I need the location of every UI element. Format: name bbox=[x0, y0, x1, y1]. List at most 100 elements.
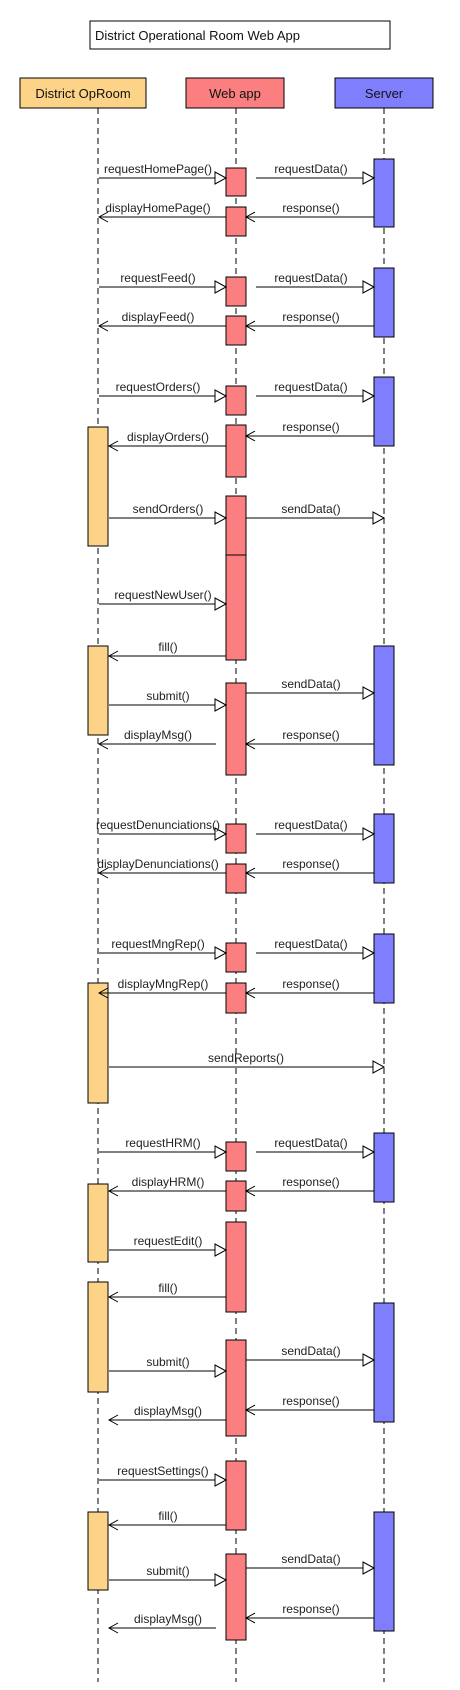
arrowhead-hollow-icon bbox=[214, 1364, 228, 1378]
arrowhead-open-icon bbox=[97, 211, 109, 223]
message-label: requestData() bbox=[274, 380, 347, 394]
message-return: displayMsg() bbox=[107, 1404, 226, 1426]
message-label: requestHomePage() bbox=[104, 162, 212, 176]
arrowhead-hollow-icon bbox=[214, 698, 228, 712]
message-call: requestSettings() bbox=[99, 1464, 228, 1487]
message-label: fill() bbox=[158, 1281, 177, 1295]
activation-bar-webapp bbox=[225, 1553, 247, 1641]
arrowhead-open-icon bbox=[244, 1404, 256, 1416]
message-call: sendOrders() bbox=[109, 502, 228, 525]
message-label: submit() bbox=[146, 1564, 189, 1578]
activation-bar-oproom bbox=[87, 1281, 109, 1393]
activation-bar-webapp bbox=[225, 1460, 247, 1531]
arrowhead-hollow-icon bbox=[214, 1573, 228, 1587]
activation-bar-webapp bbox=[225, 942, 247, 973]
arrowhead-hollow-icon bbox=[214, 1145, 228, 1159]
activation-bar-server bbox=[373, 267, 395, 338]
arrowhead-open-icon bbox=[107, 440, 119, 452]
arrowhead-hollow-icon bbox=[372, 1060, 386, 1074]
message-label: requestData() bbox=[274, 1136, 347, 1150]
message-call: sendData() bbox=[246, 1344, 376, 1367]
message-label: response() bbox=[282, 1602, 339, 1616]
participant-box-oproom bbox=[19, 77, 147, 109]
activation-bar-oproom bbox=[87, 426, 109, 547]
arrowhead-open-icon bbox=[97, 320, 109, 332]
title-box bbox=[89, 20, 391, 50]
message-label: requestData() bbox=[274, 271, 347, 285]
arrowhead-open-icon bbox=[107, 650, 119, 662]
message-label: fill() bbox=[158, 1509, 177, 1523]
message-return: displayDenunciations() bbox=[97, 857, 226, 879]
message-label: sendData() bbox=[281, 502, 340, 516]
activation-bar-server bbox=[373, 376, 395, 447]
message-call: sendData() bbox=[246, 677, 376, 700]
message-label: displayFeed() bbox=[122, 310, 195, 324]
activation-bar-webapp bbox=[225, 385, 247, 416]
message-call: requestData() bbox=[256, 162, 376, 185]
arrowhead-hollow-icon bbox=[214, 389, 228, 403]
arrowhead-open-icon bbox=[244, 430, 256, 442]
arrowhead-hollow-icon bbox=[214, 280, 228, 294]
activation-bar-oproom bbox=[87, 982, 109, 1104]
arrowhead-hollow-icon bbox=[214, 946, 228, 960]
arrowhead-open-icon bbox=[244, 987, 256, 999]
arrowhead-open-icon bbox=[107, 1291, 119, 1303]
arrowhead-open-icon bbox=[97, 867, 109, 879]
activation-bar-oproom bbox=[87, 1511, 109, 1591]
arrowhead-hollow-icon bbox=[214, 1243, 228, 1257]
message-call: submit() bbox=[109, 689, 228, 712]
message-label: displayDenunciations() bbox=[97, 857, 218, 871]
message-label: requestMngRep() bbox=[111, 937, 204, 951]
message-label: requestData() bbox=[274, 162, 347, 176]
message-return: response() bbox=[244, 1602, 374, 1624]
message-call: requestFeed() bbox=[99, 271, 228, 294]
message-return: fill() bbox=[107, 1509, 226, 1531]
message-return: response() bbox=[244, 1175, 374, 1197]
activation-bar-webapp bbox=[225, 863, 247, 894]
arrowhead-open-icon bbox=[107, 1414, 119, 1426]
activation-bar-webapp bbox=[225, 554, 247, 661]
message-label: displayOrders() bbox=[127, 430, 209, 444]
arrowhead-open-icon bbox=[107, 1519, 119, 1531]
arrowhead-hollow-icon bbox=[372, 511, 386, 525]
participant-label-server: Server bbox=[365, 86, 404, 101]
arrowhead-open-icon bbox=[244, 738, 256, 750]
arrowhead-open-icon bbox=[244, 1185, 256, 1197]
message-label: response() bbox=[282, 1175, 339, 1189]
message-call: sendReports() bbox=[109, 1051, 386, 1074]
activation-bar-webapp bbox=[225, 315, 247, 346]
message-return: displayOrders() bbox=[107, 430, 226, 452]
activation-bar-oproom bbox=[87, 645, 109, 736]
activation-bar-webapp bbox=[225, 424, 247, 478]
message-label: displayMsg() bbox=[134, 1404, 202, 1418]
activation-bar-server bbox=[373, 813, 395, 884]
arrowhead-hollow-icon bbox=[214, 1473, 228, 1487]
arrowhead-hollow-icon bbox=[214, 597, 228, 611]
activation-bar-server bbox=[373, 645, 395, 766]
activation-bar-webapp bbox=[225, 823, 247, 854]
message-label: sendReports() bbox=[208, 1051, 284, 1065]
message-label: displayMngRep() bbox=[118, 977, 209, 991]
message-return: response() bbox=[244, 977, 374, 999]
message-label: sendData() bbox=[281, 677, 340, 691]
message-label: requestData() bbox=[274, 818, 347, 832]
arrowhead-open-icon bbox=[244, 320, 256, 332]
message-return: displayFeed() bbox=[97, 310, 226, 332]
message-label: requestEdit() bbox=[134, 1234, 203, 1248]
activation-bar-webapp bbox=[225, 1141, 247, 1172]
message-call: requestData() bbox=[256, 271, 376, 294]
activation-bar-server bbox=[373, 1132, 395, 1203]
message-return: displayMngRep() bbox=[97, 977, 226, 999]
message-label: response() bbox=[282, 310, 339, 324]
arrowhead-hollow-icon bbox=[362, 280, 376, 294]
arrowhead-hollow-icon bbox=[362, 827, 376, 841]
activation-bar-webapp bbox=[225, 206, 247, 237]
message-label: requestNewUser() bbox=[114, 588, 211, 602]
participant-label-webapp: Web app bbox=[209, 86, 261, 101]
message-return: response() bbox=[244, 728, 374, 750]
message-return: displayMsg() bbox=[97, 728, 216, 750]
arrowhead-open-icon bbox=[107, 1622, 119, 1634]
message-return: response() bbox=[244, 1394, 374, 1416]
